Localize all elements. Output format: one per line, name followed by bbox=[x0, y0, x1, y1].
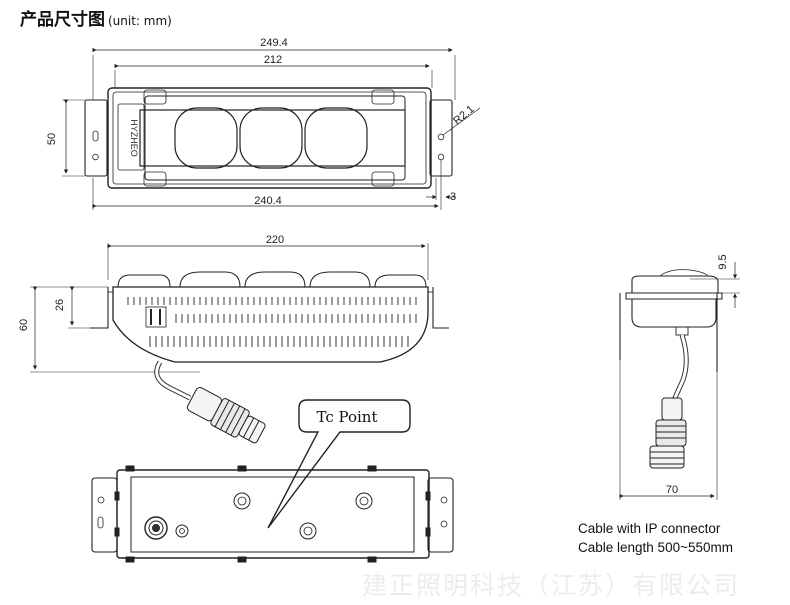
dim-total-height: 60 bbox=[18, 319, 30, 331]
bottom-view bbox=[91, 465, 454, 563]
dim-end-width: 70 bbox=[666, 484, 678, 496]
unit-label: (unit: mm) bbox=[108, 14, 172, 28]
cable-note-line2: Cable length 500~550mm bbox=[578, 540, 733, 555]
tc-point-callout: Tc Point bbox=[267, 399, 411, 529]
title-text: 产品尺寸图 bbox=[20, 10, 105, 30]
top-view: 249.4 212 HYZHEO 50 bbox=[46, 37, 481, 210]
page-title: 产品尺寸图(unit: mm) bbox=[20, 5, 172, 30]
dim-length: 220 bbox=[266, 234, 284, 246]
cable-note-line1: Cable with IP connector bbox=[578, 521, 721, 536]
dim-bracket-height: 26 bbox=[54, 299, 66, 311]
dim-hole-span: 240.4 bbox=[254, 195, 282, 207]
side-view: 220 60 26 bbox=[18, 234, 449, 444]
dim-radius: R2.1 bbox=[451, 103, 477, 127]
end-view: 9.5 70 bbox=[619, 254, 740, 500]
brand-mark: HYZHEO bbox=[129, 119, 139, 157]
dim-height: 50 bbox=[46, 133, 58, 145]
dim-width-body: 212 bbox=[264, 54, 282, 66]
company-watermark: 建正照明科技（江苏）有限公司 bbox=[362, 571, 741, 600]
tc-point-label: Tc Point bbox=[316, 408, 377, 426]
dim-top-height: 9.5 bbox=[717, 254, 729, 269]
dim-thickness: 3 bbox=[450, 191, 456, 203]
dim-width-overall: 249.4 bbox=[260, 37, 288, 49]
